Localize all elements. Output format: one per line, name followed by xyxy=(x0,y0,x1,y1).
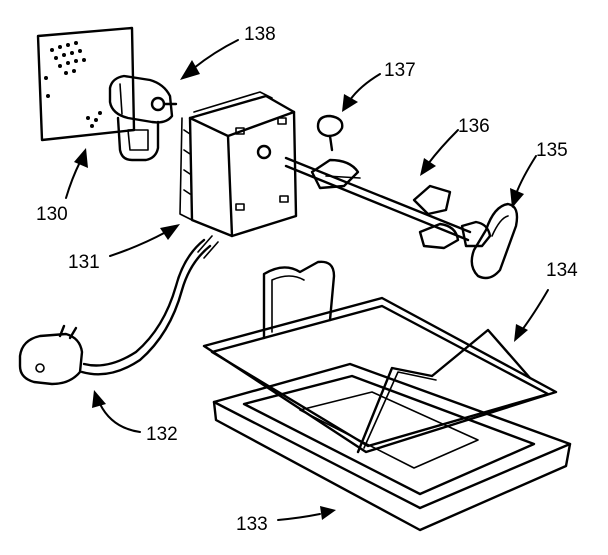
drip-pan-133 xyxy=(212,362,572,532)
leader-130 xyxy=(65,161,81,199)
leader-131 xyxy=(109,231,167,257)
arrowhead-138 xyxy=(180,60,200,80)
callout-137: 137 xyxy=(384,60,416,81)
leader-132 xyxy=(99,403,141,433)
power-cord-132 xyxy=(18,235,219,386)
callout-136: 136 xyxy=(458,116,490,137)
callout-135: 135 xyxy=(536,140,568,161)
arrowhead-136 xyxy=(420,158,436,176)
arrowhead-132 xyxy=(92,390,106,408)
leader-134 xyxy=(521,289,549,331)
callout-130: 130 xyxy=(36,204,68,225)
callout-134: 134 xyxy=(546,260,578,281)
spit-handle-135 xyxy=(460,202,519,280)
arrowhead-137 xyxy=(342,94,358,112)
leader-137 xyxy=(349,73,381,101)
plate-perforations xyxy=(44,41,102,128)
motor-housing-131 xyxy=(179,91,298,238)
arrowhead-131 xyxy=(160,224,180,240)
screw-137 xyxy=(316,114,344,152)
arrowhead-134 xyxy=(514,324,528,342)
callout-133: 133 xyxy=(236,514,268,535)
leader-138 xyxy=(193,39,239,69)
leader-135 xyxy=(515,155,537,195)
callout-leaders xyxy=(65,39,549,521)
callout-131: 131 xyxy=(68,252,100,273)
motor-clip-138 xyxy=(108,74,178,162)
callout-132: 132 xyxy=(146,424,178,445)
arrowhead-135 xyxy=(510,188,524,208)
callout-labels: 138 137 136 135 134 130 131 132 133 xyxy=(36,24,578,535)
arrowhead-130 xyxy=(74,148,88,168)
leader-133 xyxy=(277,513,321,521)
leader-136 xyxy=(427,129,459,165)
callout-138: 138 xyxy=(244,24,276,45)
arrowhead-133 xyxy=(320,506,336,520)
spit-rod-136 xyxy=(284,156,472,250)
